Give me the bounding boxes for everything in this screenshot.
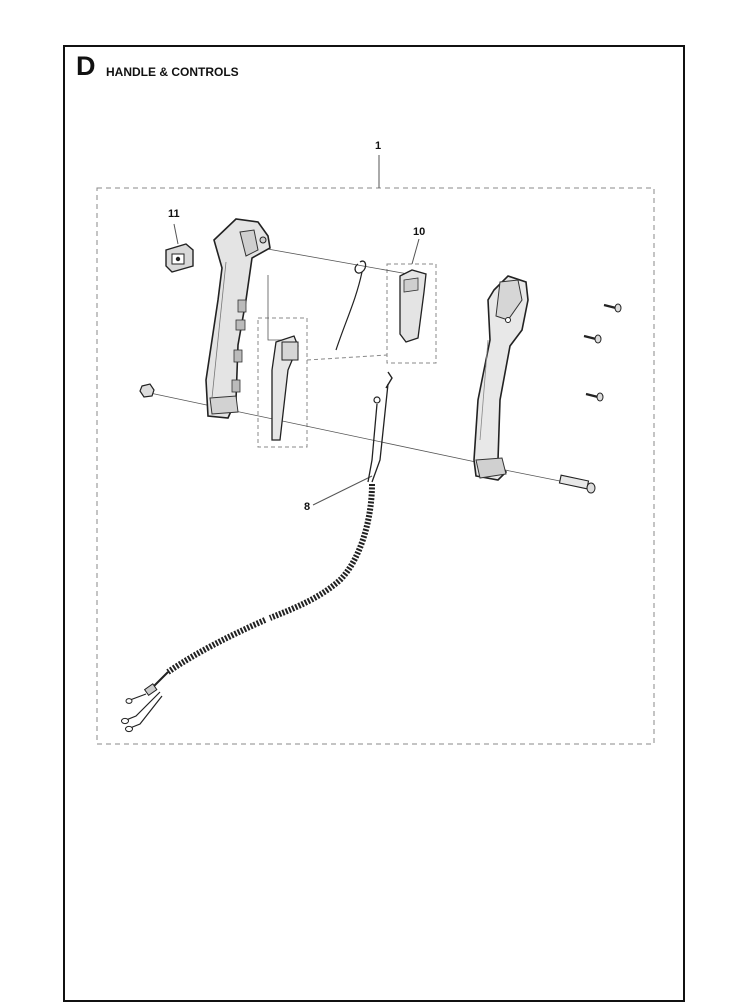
cable-harness-part-8: [121, 371, 393, 733]
axis-line-bottom: [149, 392, 491, 466]
leader-8: [312, 475, 373, 506]
leader-11: [173, 223, 179, 245]
screw-2: [583, 334, 602, 344]
return-spring: [335, 260, 367, 351]
subgroup-box-10: [386, 263, 437, 364]
callout-1: 1: [375, 140, 382, 152]
callout-8: 8: [304, 501, 311, 513]
trigger-lock-part-10: [399, 269, 427, 343]
section-letter: D: [76, 51, 96, 81]
right-handle-half: [473, 275, 529, 481]
callout-11: 11: [168, 208, 180, 220]
nut: [139, 383, 155, 398]
axis-line-lever: [267, 275, 285, 341]
callout-10: 10: [413, 226, 426, 238]
screw-3: [585, 392, 604, 402]
subgroup-box-lever: [257, 317, 308, 448]
left-handle-half: [205, 218, 271, 419]
section-title: HANDLE & CONTROLS: [106, 65, 239, 79]
assembly-group-box: [96, 187, 655, 745]
leader-10: [411, 238, 420, 265]
axis-line-top: [261, 247, 409, 275]
screw-1: [603, 303, 622, 313]
page-frame: [63, 45, 685, 1002]
throttle-lever: [271, 335, 299, 441]
switch-part-11: [165, 223, 194, 273]
subgroup-connector: [306, 354, 388, 361]
bolt: [558, 474, 596, 494]
